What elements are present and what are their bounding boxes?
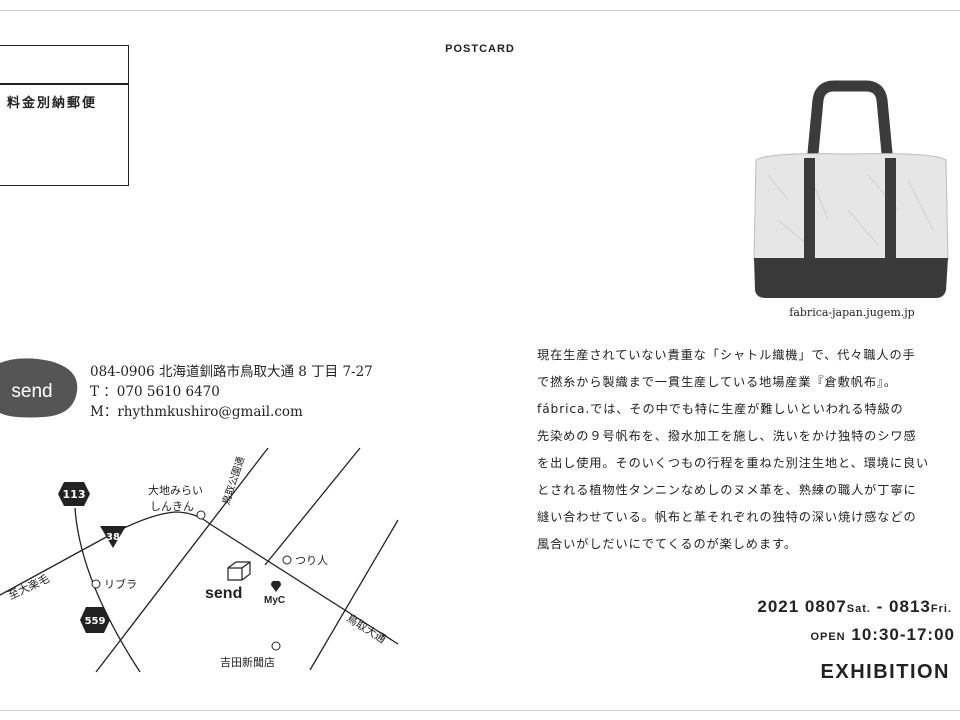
- shop-email[interactable]: M：rhythmkushiro@gmail.com: [90, 404, 303, 420]
- route-113-label: 113: [63, 488, 86, 501]
- send-logo: send: [0, 358, 78, 418]
- route-38-marker: [100, 526, 126, 548]
- road-upper-right: [264, 447, 361, 566]
- route-559-label: 559: [85, 616, 106, 627]
- route-559-marker: [80, 607, 110, 633]
- bottom-border: [0, 710, 960, 711]
- newspaper-marker-icon: [271, 641, 281, 651]
- myc-label: MyC: [264, 595, 285, 606]
- tsuribito-marker-icon: [282, 555, 292, 565]
- road-tottori-koen: [95, 447, 269, 673]
- description-line: を出し使用。そのいくつもの行程を重ねた別注生地と、環境に良い: [537, 456, 930, 470]
- otanoshike-label: 至大楽毛: [6, 571, 52, 602]
- newspaper-label: 吉田新聞店: [220, 655, 275, 669]
- description-line: 縫い合わせている。帆布と革それぞれの独特の深い焼け感などの: [537, 510, 917, 524]
- description-line: 風合いがしだいにでてくるのが楽しめます。: [537, 537, 797, 551]
- shop-phone: T ：070 5610 6470: [90, 384, 220, 400]
- postage-label: 料金別納郵便: [7, 96, 98, 111]
- road-lower-right: [309, 519, 399, 671]
- postage-box: 料金別納郵便: [0, 45, 129, 186]
- bank-label-1: 大地みらい: [148, 483, 203, 497]
- heart-icon: [271, 580, 281, 592]
- postage-divider: [0, 83, 128, 85]
- send-shop-icon: [227, 561, 251, 581]
- shop-address: 084-0906 北海道釧路市鳥取大通 8 丁目 7-27: [90, 364, 373, 380]
- logo-text: send: [11, 381, 52, 402]
- hours-value: 10:30-17:00: [851, 625, 955, 644]
- access-map: 113 38 559 大地みらい しんきん 鳥取公園通 つり人 リブラ 至大楽毛…: [0, 447, 399, 673]
- description-line: 現在生産されていない貴重な「シャトル織機」で、代々職人の手: [537, 348, 916, 362]
- date-end-day: Fri.: [930, 603, 952, 615]
- top-border: [0, 10, 960, 11]
- event-title: EXHIBITION: [820, 661, 950, 683]
- date-main: 2021 0807: [757, 597, 847, 616]
- site-url: fabrica-japan.jugem.jp: [789, 306, 915, 319]
- contact-info: 084-0906 北海道釧路市鳥取大通 8 丁目 7-27 T ：070 561…: [90, 362, 373, 422]
- description-line: 先染めの９号帆布を、撥水加工を施し、洗いをかけ独特のシワ感: [537, 429, 917, 443]
- tottori-odori-label: 鳥取大通: [344, 611, 389, 646]
- bank-marker-icon: [196, 510, 206, 520]
- tsuribito-label: つり人: [295, 554, 328, 567]
- event-hours: OPEN 10:30-17:00: [810, 625, 955, 645]
- tote-bag-image: [753, 80, 949, 298]
- route-113-marker: [58, 482, 90, 506]
- description-line: で撚糸から製織まで一貫生産している地場産業『倉敷帆布』。: [537, 375, 897, 389]
- product-description: 現在生産されていない貴重な「シャトル織機」で、代々職人の手 で撚糸から製織まで一…: [537, 342, 955, 558]
- postcard-title: POSTCARD: [445, 43, 515, 55]
- bank-label-2: しんきん: [150, 500, 194, 513]
- date-separator: - 0813: [870, 597, 931, 616]
- route-38-label: 38: [106, 532, 120, 543]
- open-label: OPEN: [810, 631, 846, 643]
- description-line: とされる植物性タンニンなめしのヌメ革を、熟練の職人が丁寧に: [537, 483, 917, 497]
- road-tottori-odori: [209, 523, 399, 645]
- event-dates: 2021 0807Sat. - 0813Fri.: [757, 597, 952, 617]
- ribura-marker-icon: [91, 579, 101, 589]
- send-map-label: send: [205, 585, 242, 602]
- description-line: fábrica.では、その中でも特に生産が難しいといわれる特級の: [537, 402, 904, 416]
- ribura-label: リブラ: [104, 577, 137, 591]
- date-start-day: Sat.: [846, 603, 871, 615]
